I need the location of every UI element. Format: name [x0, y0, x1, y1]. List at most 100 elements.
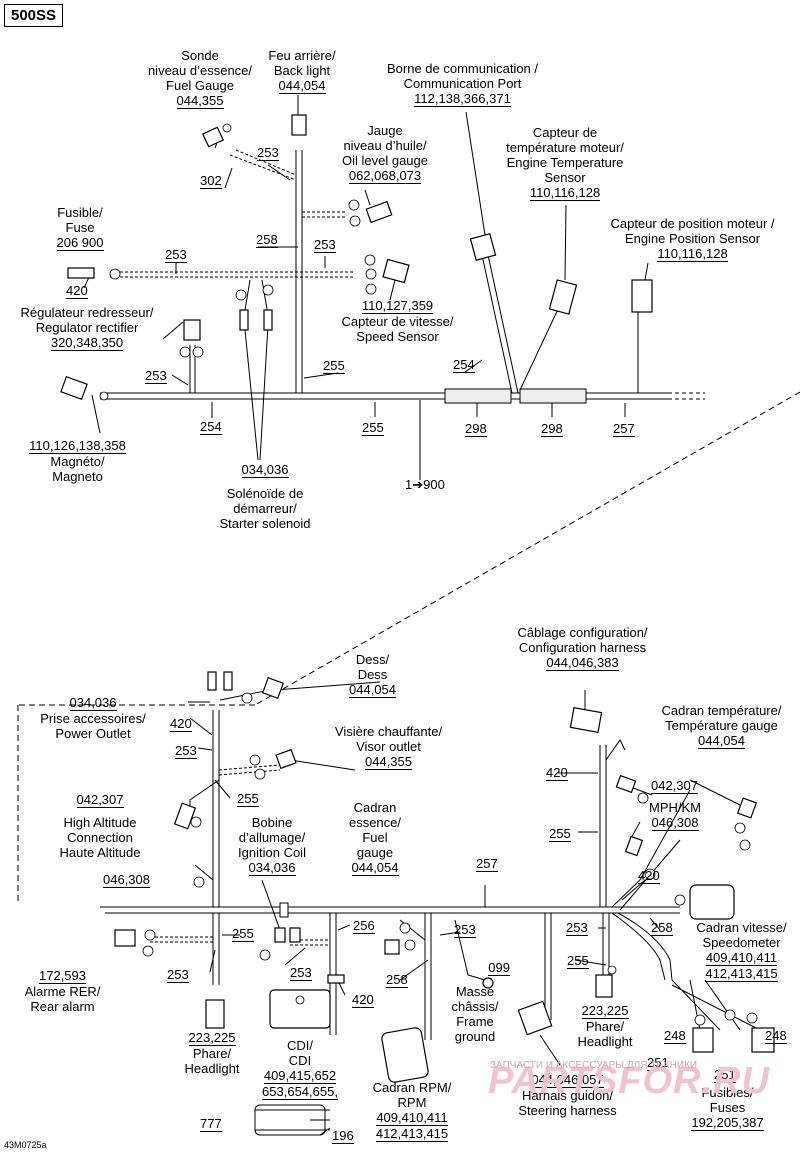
fuel-gauge-ref: 044,355 — [176, 93, 224, 109]
frame-ground-l2: châssis/ — [451, 999, 499, 1014]
solenoid-terminal-a — [239, 309, 249, 331]
mph-km-connector — [624, 835, 644, 857]
high-altitude-l2: Connection — [67, 830, 133, 845]
callout-254: 254 — [453, 357, 475, 373]
cdi-l2: CDI — [288, 1053, 312, 1068]
callout-420: 420 — [66, 283, 88, 299]
main-harness-top-dash — [668, 392, 705, 400]
callout-196: 196 — [332, 1128, 354, 1144]
sleeve-298-b — [519, 388, 587, 404]
page-split-line — [15, 391, 800, 905]
engine-temp-fr: Capteur de — [532, 125, 598, 140]
comm-port-fr: Borne de communication / — [386, 61, 539, 76]
fuel-dial-l2: essence/ — [348, 815, 402, 830]
back-light-ref: 044,054 — [278, 78, 326, 94]
engine-pos-en: Engine Position Sensor — [624, 231, 761, 246]
label-rpm-dial: Cadran RPM/ RPM 409,410,411 412,413,415 — [362, 1080, 462, 1142]
regulator-fr: Régulateur redresseur/ — [20, 305, 154, 320]
solenoid-terminal-b — [263, 309, 273, 331]
starter-solenoid-fr2: démarreur/ — [233, 501, 297, 516]
back-light-en: Back light — [273, 63, 331, 78]
high-altitude-connector — [173, 802, 197, 830]
frame-ground-l4: ground — [454, 1029, 496, 1044]
label-fuel-gauge: Sonde niveau d’essence/ Fuel Gauge 044,3… — [140, 48, 260, 109]
callout-042-307-right: 042,307 — [651, 778, 698, 794]
fuse-top-ref: 206 900 — [56, 235, 104, 251]
oil-level-connector — [365, 200, 393, 224]
visor-outlet-en: Visor outlet — [356, 739, 421, 754]
callout-257: 257 — [476, 856, 498, 872]
config-harness-connector — [569, 707, 603, 733]
model-badge: 500SS — [4, 4, 64, 27]
rpm-dial-body — [381, 1027, 429, 1083]
label-starter-solenoid: 034,036 Solénoïde de démarreur/ Starter … — [200, 462, 330, 531]
fuel-dial-connector — [384, 939, 400, 955]
speedometer-fr: Cadran vitesse/ — [696, 920, 787, 935]
callout-255: 255 — [237, 791, 259, 807]
callout-253: 253 — [454, 922, 476, 938]
starter-solenoid-en: Starter solenoid — [219, 516, 311, 531]
engine-temp-en: Engine Temperature — [506, 155, 624, 170]
label-speedometer: Cadran vitesse/ Speedometer 409,410,411 … — [683, 920, 800, 982]
ignition-coil-terminal-b — [289, 927, 301, 943]
fuse-holder-top — [67, 267, 95, 279]
callout-253: 253 — [145, 368, 167, 384]
rear-alarm-ref: 172,593 — [39, 968, 86, 984]
engine-pos-fr: Capteur de position moteur / — [610, 216, 775, 231]
callout-298: 298 — [541, 421, 563, 437]
callout-253: 253 — [175, 743, 197, 759]
callout-253: 253 — [167, 967, 189, 983]
dess-en: Dess — [357, 667, 388, 682]
speed-sensor-fr: Capteur de vitesse/ — [341, 314, 454, 329]
temp-gauge-en: Température gauge — [665, 718, 778, 733]
label-steering-harness: 044,046,057 Harnais guidon/ Steering har… — [500, 1072, 635, 1118]
callout-255: 255 — [549, 826, 571, 842]
rear-alarm-en: Rear alarm — [30, 999, 95, 1014]
drawing-code: 43M0725a — [4, 1140, 47, 1150]
frame-ground-terminal — [482, 977, 494, 989]
fuse-top-fr: Fusible/ — [57, 205, 103, 220]
label-back-light: Feu arrière/ Back light 044,054 — [252, 48, 352, 94]
label-cdi: CDI/ CDI 409,415,652 653,654,655, — [250, 1038, 350, 1100]
speedometer-ref1: 409,410,411 — [705, 950, 778, 966]
callout-253: 253 — [314, 237, 336, 253]
oil-level-fr2: niveau d’huile/ — [343, 138, 427, 153]
callout-777: 777 — [200, 1116, 222, 1132]
high-altitude-l1: High Altitude — [63, 815, 137, 830]
ignition-coil-l1: Bobine — [251, 815, 293, 830]
callout-255: 255 — [362, 420, 384, 436]
callout-302: 302 — [200, 173, 222, 189]
regulator-ref: 320,348,350 — [50, 335, 124, 351]
power-outlet-terminal-a — [207, 671, 217, 691]
mph-km-ref: 046,308 — [651, 815, 699, 831]
label-dess: Dess/ Dess 044,054 — [335, 652, 410, 698]
ignition-coil-terminal-a — [274, 927, 286, 943]
fuel-gauge-fr2: niveau d’essence/ — [147, 63, 253, 78]
label-regulator: Régulateur redresseur/ Regulator rectifi… — [2, 305, 172, 351]
starter-solenoid-fr: Solénoïde de — [226, 486, 304, 501]
high-altitude-right-connector — [615, 774, 637, 794]
steering-harness-fr: Harnais guidon/ — [521, 1088, 614, 1103]
callout-248: 248 — [664, 1028, 686, 1044]
sleeve-298-a — [444, 388, 512, 404]
headlight-right-ref: 223,225 — [581, 1003, 629, 1019]
callout-257: 257 — [613, 421, 635, 437]
fuel-dial-ref: 044,054 — [351, 860, 399, 876]
ignition-coil-ref: 034,036 — [248, 860, 296, 876]
steering-harness-en: Steering harness — [518, 1103, 617, 1118]
headlight-left-connector — [205, 999, 225, 1029]
headlight-left-ref: 223,225 — [188, 1030, 236, 1046]
watermark-logo: PARTSFOR.RU — [488, 1060, 770, 1102]
callout-420: 420 — [170, 716, 192, 732]
fuel-gauge-connector — [201, 126, 225, 148]
fuse-holder-bottom-a — [692, 1027, 714, 1053]
callout-248: 248 — [765, 1028, 787, 1044]
starter-solenoid-ref: 034,036 — [241, 462, 289, 478]
comm-port-en: Communication Port — [403, 76, 522, 91]
fuses-ref: 192,205,387 — [691, 1115, 764, 1131]
callout-255: 255 — [232, 926, 254, 942]
headlight-right-en: Headlight — [577, 1034, 633, 1049]
callout-298: 298 — [465, 421, 487, 437]
callout-251: 251 — [647, 1055, 669, 1071]
